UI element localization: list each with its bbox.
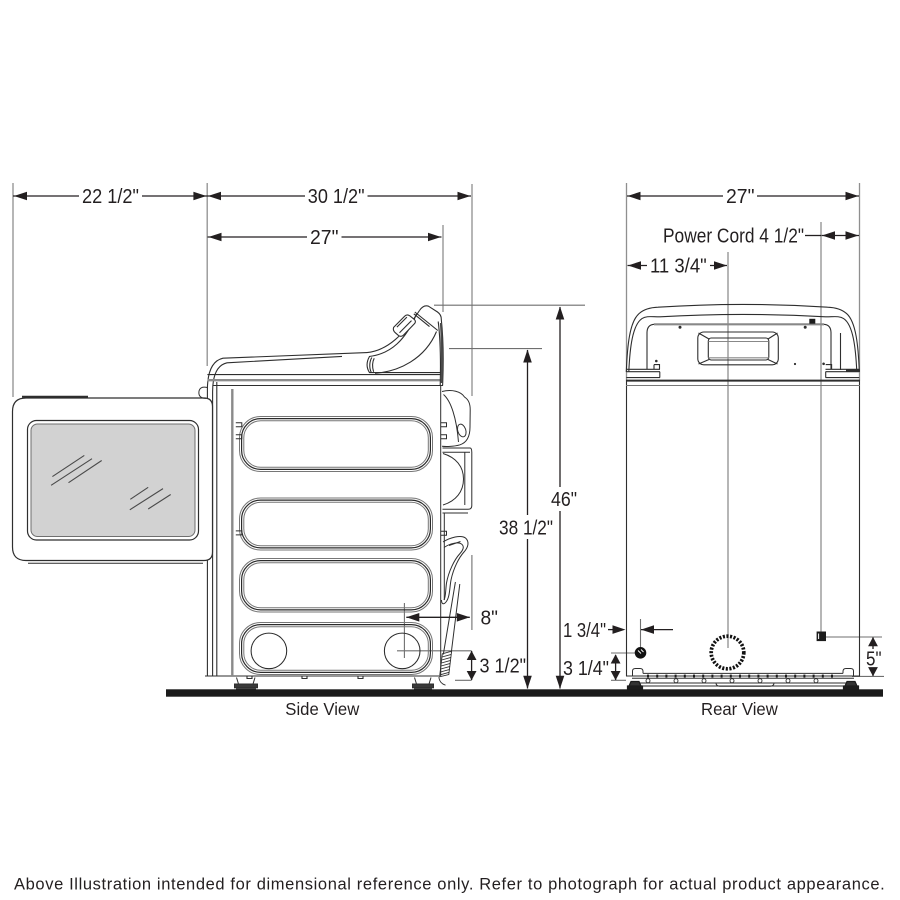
svg-text:Power Cord 4 1/2": Power Cord 4 1/2" — [663, 226, 804, 248]
svg-text:27": 27" — [310, 227, 339, 249]
svg-text:22 1/2": 22 1/2" — [82, 186, 139, 208]
svg-text:3 1/4": 3 1/4" — [563, 658, 609, 680]
svg-text:Rear View: Rear View — [701, 699, 778, 719]
svg-text:27": 27" — [726, 186, 755, 208]
svg-text:46": 46" — [551, 489, 577, 511]
svg-text:1 3/4": 1 3/4" — [563, 620, 606, 642]
svg-text:3 1/2": 3 1/2" — [480, 656, 527, 678]
svg-text:Side View: Side View — [285, 699, 359, 719]
svg-text:Above Illustration intended fo: Above Illustration intended for dimensio… — [14, 876, 885, 894]
svg-text:30 1/2": 30 1/2" — [308, 186, 365, 208]
svg-text:38 1/2": 38 1/2" — [499, 518, 553, 540]
svg-text:5": 5" — [866, 649, 882, 671]
svg-text:8": 8" — [481, 608, 499, 630]
svg-text:11 3/4": 11 3/4" — [650, 256, 707, 278]
